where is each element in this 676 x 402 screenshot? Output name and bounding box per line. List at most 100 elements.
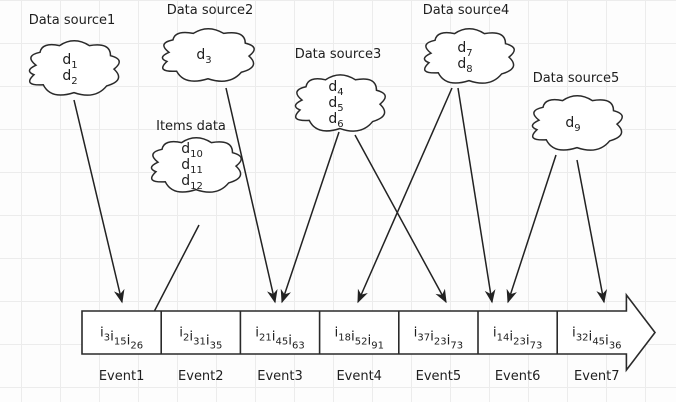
item-symbol: i xyxy=(526,333,530,349)
item-index: 21 xyxy=(259,333,272,344)
item-index: 23 xyxy=(434,337,447,348)
data-source-label: Data source5 xyxy=(533,71,620,86)
arrow-ds4-to-event4 xyxy=(357,87,453,304)
item-symbol: i xyxy=(179,325,183,341)
data-item: d5 xyxy=(328,95,343,114)
item-symbol: i xyxy=(493,325,497,341)
data-item: d11 xyxy=(181,157,203,176)
arrow-ds3-to-event5 xyxy=(354,134,447,304)
data-item: d3 xyxy=(196,47,211,66)
item-symbol: i xyxy=(255,325,259,341)
item-index: 73 xyxy=(450,341,463,352)
item-index: 35 xyxy=(210,341,223,352)
data-source-ds5: Data source5 d9 xyxy=(531,71,623,151)
item-symbol: i xyxy=(127,333,131,349)
data-item: d8 xyxy=(457,56,472,75)
arrow-ds3-to-event3 xyxy=(280,131,340,304)
event-label: Event1 xyxy=(99,369,145,384)
item-symbol: i xyxy=(272,329,276,345)
data-source-label: Items data xyxy=(156,119,226,134)
item-index: 14 xyxy=(497,333,510,344)
item-index: 32 xyxy=(576,333,589,344)
data-source-label: Data source3 xyxy=(295,47,382,62)
item-index: 45 xyxy=(276,337,289,348)
event-items: i3i15i26 xyxy=(100,325,143,352)
item-symbol: i xyxy=(206,333,210,349)
cloud-icon xyxy=(531,95,623,151)
item-symbol: i xyxy=(589,329,593,345)
item-index: 15 xyxy=(114,337,127,348)
item-symbol: i xyxy=(288,333,292,349)
item-index: 63 xyxy=(292,341,305,352)
item-symbol: i xyxy=(572,325,576,341)
event-items: i14i23i73 xyxy=(493,325,543,352)
cloud-icon xyxy=(161,27,255,82)
item-symbol: i xyxy=(351,329,355,345)
item-index: 31 xyxy=(193,337,206,348)
event-label: Event6 xyxy=(495,369,541,384)
item-index: 73 xyxy=(530,341,543,352)
item-index: 91 xyxy=(371,341,384,352)
item-index: 36 xyxy=(609,341,622,352)
timeline-arrow xyxy=(81,292,657,373)
data-item: d6 xyxy=(328,111,343,130)
data-source-label: Data source4 xyxy=(423,3,510,18)
item-index: 2 xyxy=(183,333,189,344)
item-symbol: i xyxy=(605,333,609,349)
data-item: d7 xyxy=(457,40,472,59)
event-label: Event7 xyxy=(574,369,620,384)
item-symbol: i xyxy=(334,325,338,341)
arrow-ds1-to-event1 xyxy=(73,99,125,304)
arrow-ds5-to-event7 xyxy=(576,159,608,304)
event-label: Event5 xyxy=(416,369,462,384)
item-symbol: i xyxy=(189,329,193,345)
item-index: 26 xyxy=(130,341,143,352)
event-label: Event4 xyxy=(336,369,382,384)
arrow-ds2-to-event3 xyxy=(225,87,278,304)
data-item: d2 xyxy=(62,68,77,87)
event-items: i18i52i91 xyxy=(334,325,384,352)
connection-arrows xyxy=(73,87,608,337)
data-item: d9 xyxy=(565,115,580,134)
arrow-ds5-to-event6 xyxy=(506,154,557,304)
item-symbol: i xyxy=(367,333,371,349)
data-item: d1 xyxy=(62,52,77,71)
item-index: 3 xyxy=(104,333,110,344)
cloud-icon xyxy=(28,40,120,96)
cloud-icon xyxy=(294,74,386,132)
data-source-label: Data source1 xyxy=(29,13,116,28)
event-items: i32i45i36 xyxy=(572,325,622,352)
item-index: 37 xyxy=(417,333,430,344)
data-item: d4 xyxy=(328,79,343,98)
event-label: Event3 xyxy=(257,369,303,384)
item-symbol: i xyxy=(430,329,434,345)
event-items: i37i23i73 xyxy=(414,325,464,352)
item-symbol: i xyxy=(509,329,513,345)
event-items: i2i31i35 xyxy=(179,325,222,352)
item-symbol: i xyxy=(100,325,104,341)
event-label: Event2 xyxy=(178,369,224,384)
item-index: 18 xyxy=(338,333,351,344)
item-symbol: i xyxy=(447,333,451,349)
item-index: 23 xyxy=(513,337,526,348)
item-symbol: i xyxy=(414,325,418,341)
item-index: 45 xyxy=(592,337,605,348)
data-item: d12 xyxy=(181,173,203,192)
data-source-label: Data source2 xyxy=(167,3,254,18)
cloud-icon xyxy=(150,137,242,193)
item-symbol: i xyxy=(110,329,114,345)
event-items: i21i45i63 xyxy=(255,325,305,352)
event-timeline: i3i15i26Event1i2i31i35Event2i21i45i63Eve… xyxy=(81,292,657,385)
